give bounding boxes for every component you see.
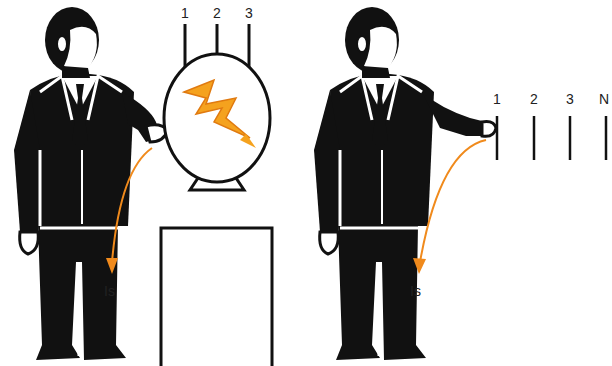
phase-number: 3 xyxy=(566,92,574,106)
phase-number: 1 xyxy=(181,6,189,20)
electrical-equipment xyxy=(161,24,272,366)
arm xyxy=(422,92,486,136)
phase-number: 1 xyxy=(493,92,501,106)
neutral-label: N xyxy=(599,92,609,106)
current-label: Is xyxy=(410,284,421,298)
hand xyxy=(482,122,496,137)
current-arrow xyxy=(112,148,152,262)
conductors xyxy=(497,116,606,160)
current-arrow xyxy=(420,140,486,262)
current-label: Is xyxy=(104,284,115,298)
phase-number: 3 xyxy=(245,6,253,20)
phase-number: 2 xyxy=(530,92,538,106)
phase-number: 2 xyxy=(213,6,221,20)
